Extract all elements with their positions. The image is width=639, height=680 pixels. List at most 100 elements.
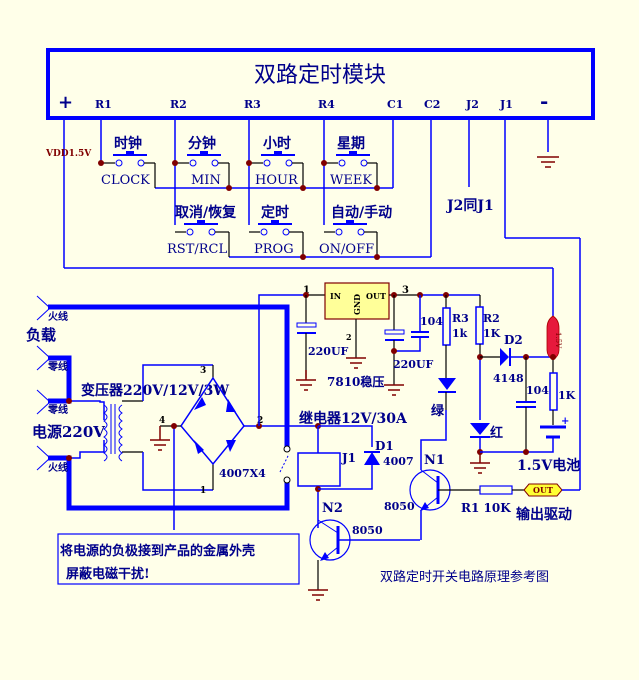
btn-prog-en: PROG xyxy=(254,242,294,257)
pin-r2: R2 xyxy=(170,98,187,111)
relay-coil xyxy=(297,452,341,487)
load-label: 负载 xyxy=(26,326,56,344)
btn-clock-en: CLOCK xyxy=(101,173,150,188)
buttons-row1[interactable] xyxy=(98,151,380,191)
btn-prog-cn: 定时 xyxy=(261,204,289,221)
cap-104a-label: 104 xyxy=(420,315,443,328)
n1-label: N1 xyxy=(424,453,445,468)
module-title: 双路定时模块 xyxy=(254,63,386,88)
reg-in: IN xyxy=(330,291,341,301)
pin-j1: J1 xyxy=(499,98,513,111)
pin-c1: C1 xyxy=(387,98,403,111)
r1-label: R1 10K xyxy=(461,501,511,515)
n1-value: 8050 xyxy=(384,500,415,513)
ground-return-wire xyxy=(480,438,554,453)
btn-onoff-cn: 自动/手动 xyxy=(331,204,392,221)
reg-gnd: GND xyxy=(352,294,362,315)
buttons-row2[interactable] xyxy=(175,220,380,260)
pin-j2: J2 xyxy=(465,98,479,111)
bridge-pin-1: 1 xyxy=(200,486,206,496)
transistor-n1 xyxy=(409,469,480,540)
led-red-label: 红 xyxy=(490,425,503,441)
pin-r4: R4 xyxy=(318,98,335,111)
pin-r3: R3 xyxy=(244,98,261,111)
d1-value: 4007 xyxy=(383,455,414,468)
capacitor-output xyxy=(384,295,429,385)
regulator-label: 7810稳压 xyxy=(327,374,384,389)
resistor-r3 xyxy=(442,295,451,378)
module-box xyxy=(46,48,595,120)
resistor-r1 xyxy=(479,485,513,495)
btn-week-cn: 星期 xyxy=(337,136,365,152)
btn-clock-cn: 时钟 xyxy=(114,135,142,152)
resistor-r2 xyxy=(475,306,484,420)
neutral1-label: 零线 xyxy=(47,360,68,373)
transistor-n2 xyxy=(309,519,420,590)
cap-in-label: 220UF xyxy=(308,345,349,358)
note-line2: 屏蔽电磁干扰! xyxy=(66,566,150,582)
resistor-1k xyxy=(549,360,558,425)
mains-terminals xyxy=(36,295,51,471)
bridge-pin-2: 2 xyxy=(257,416,263,426)
btn-hour-en: HOUR xyxy=(255,173,299,188)
red-component: 1.5V xyxy=(546,268,562,361)
r3-value: 1k xyxy=(452,327,468,340)
source-label: 电源220V xyxy=(32,423,105,441)
relay-contact xyxy=(279,445,291,484)
capacitor-input xyxy=(296,295,317,380)
led-green xyxy=(420,378,456,470)
cap-104b-label: 104 xyxy=(526,384,549,397)
bridge-pin-3: 3 xyxy=(200,366,206,376)
caption: 双路定时开关电路原理参考图 xyxy=(380,569,549,585)
btn-min-en: MIN xyxy=(191,173,221,188)
btn-hour-cn: 小时 xyxy=(263,135,291,152)
r3-label: R3 xyxy=(452,312,469,325)
btn-min-cn: 分钟 xyxy=(188,135,216,152)
relay-label: 继电器12V/30A xyxy=(299,410,408,427)
btn-rst-en: RST/RCL xyxy=(167,242,227,257)
battery-label: 1.5V电池 xyxy=(517,457,580,474)
d1-label: D1 xyxy=(375,439,394,453)
n2-value: 8050 xyxy=(352,524,383,537)
battery-icon: + xyxy=(540,416,569,439)
module-pin-wires xyxy=(63,120,581,490)
btn-onoff-en: ON/OFF xyxy=(319,242,374,257)
node-3: 3 xyxy=(402,285,409,296)
bridge-rectifier xyxy=(160,365,287,530)
out-label: 输出驱动 xyxy=(516,506,572,523)
note-box xyxy=(57,533,300,585)
pin-minus: - xyxy=(540,89,548,113)
note-line1: 将电源的负极接到产品的金属外壳 xyxy=(60,543,255,559)
r2-value: 1K xyxy=(483,327,501,340)
neutral2-label: 零线 xyxy=(47,403,68,416)
j2-note: J2同J1 xyxy=(445,198,494,214)
mains-wiring xyxy=(48,304,290,511)
d2-value: 4148 xyxy=(493,372,524,385)
bridge-pin-4: 4 xyxy=(159,416,165,426)
red-component-label: 1.5V xyxy=(554,332,562,349)
node-1: 1 xyxy=(303,285,310,296)
capacitor-104b xyxy=(516,357,536,452)
btn-week-en: WEEK xyxy=(330,173,372,188)
led-green-label: 绿 xyxy=(431,403,445,419)
bridge-label: 4007X4 xyxy=(219,467,266,480)
ground-icon xyxy=(150,426,170,451)
transformer-label: 变压器220V/12V/3W xyxy=(81,382,229,399)
diode-d2 xyxy=(480,348,553,366)
transformer xyxy=(69,364,213,491)
n2-label: N2 xyxy=(322,501,343,516)
regulator-7810 xyxy=(324,282,390,320)
diode-d1 xyxy=(364,451,380,465)
reg-out: OUT xyxy=(366,291,386,301)
r2-label: R2 xyxy=(483,312,500,325)
supply-wire xyxy=(258,294,306,426)
r1k-label: 1K xyxy=(558,389,576,402)
out-tag-label: OUT xyxy=(533,485,553,495)
live-bottom-label: 火线 xyxy=(48,461,68,474)
ground-icon xyxy=(537,156,559,168)
node-2: 2 xyxy=(346,332,352,342)
btn-rst-cn: 取消/恢复 xyxy=(175,204,237,221)
pin-c2: C2 xyxy=(424,98,440,111)
live-top-label: 火线 xyxy=(48,310,68,323)
